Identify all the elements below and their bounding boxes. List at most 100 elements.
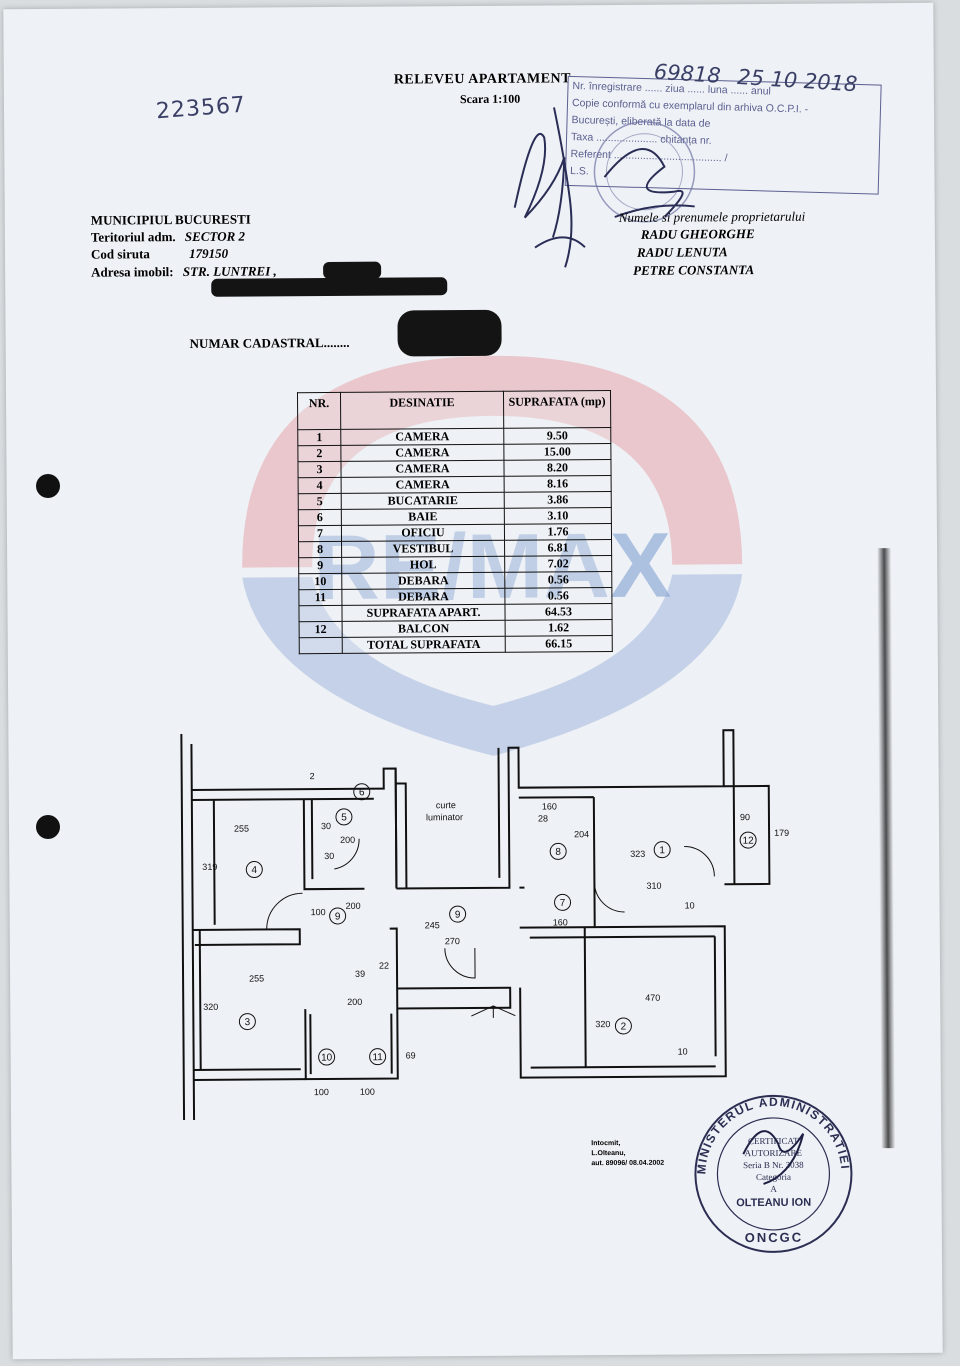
teritoriu-value: SECTOR 2 bbox=[184, 228, 246, 245]
cell-name: VESTIBUL bbox=[341, 540, 505, 558]
cell-nr bbox=[299, 637, 343, 654]
room-number: 9 bbox=[335, 911, 341, 922]
room-circle bbox=[549, 842, 567, 860]
cell-area: 7.02 bbox=[504, 555, 612, 573]
room-number: 9 bbox=[455, 910, 461, 921]
cell-name: HOL bbox=[341, 556, 505, 574]
dim-label: 28 bbox=[538, 813, 548, 823]
courtyard-label: curte bbox=[436, 800, 456, 810]
cell-nr: 4 bbox=[298, 477, 342, 494]
cell-nr: 6 bbox=[298, 509, 342, 526]
cell-nr: 8 bbox=[298, 541, 342, 558]
dim-label: 10 bbox=[678, 1047, 688, 1057]
document-page: RE/MAX 223567 RELEVEU APARTAMENT Scara 1… bbox=[3, 2, 943, 1360]
cell-nr: 12 bbox=[299, 621, 343, 638]
stamp-text: A bbox=[770, 1184, 777, 1194]
table-row: SUPRAFATA APART.64.53 bbox=[298, 603, 613, 622]
handwritten-number: 223567 bbox=[155, 92, 247, 125]
stamp-text: AUTORIZARE bbox=[745, 1148, 803, 1158]
header-suprafata: SUPRAFATA (mp) bbox=[503, 390, 611, 429]
cell-area: 6.81 bbox=[504, 539, 612, 557]
cell-name: BUCATARIE bbox=[341, 492, 505, 510]
cell-nr bbox=[298, 605, 343, 622]
room-circle bbox=[653, 841, 671, 859]
plan-walls bbox=[180, 729, 771, 1121]
room-circle bbox=[554, 893, 572, 911]
balloon-bottom-blue bbox=[242, 574, 743, 756]
municipiu-label: MUNICIPIUL BUCURESTI bbox=[90, 211, 251, 228]
cell-name: SUPRAFATA APART. bbox=[341, 604, 506, 622]
stamp-reg-number: 69818 bbox=[653, 59, 722, 88]
dim-label: 470 bbox=[645, 993, 660, 1003]
cell-nr: 2 bbox=[297, 445, 341, 462]
cell-area: 66.15 bbox=[505, 635, 613, 653]
room-number: 2 bbox=[621, 1021, 627, 1032]
cell-nr: 5 bbox=[298, 493, 342, 510]
teritoriu-label: Teritoriul adm. bbox=[90, 229, 176, 245]
dim-label: 204 bbox=[574, 829, 589, 839]
cell-name: BAIE bbox=[341, 508, 505, 526]
dim-label: 160 bbox=[542, 801, 557, 811]
dim-label: 200 bbox=[346, 901, 361, 911]
room-number: 11 bbox=[372, 1052, 383, 1063]
dim-label: 200 bbox=[347, 997, 362, 1007]
owners-label: Numele si prenumele proprietarului bbox=[618, 208, 806, 225]
room-circle bbox=[335, 808, 353, 826]
owner-name: RADU LENUTA bbox=[636, 244, 728, 260]
cell-nr: 9 bbox=[298, 557, 342, 574]
room-circle bbox=[318, 1048, 336, 1066]
cell-nr: 7 bbox=[298, 525, 342, 542]
cell-name: BALCON bbox=[342, 620, 506, 638]
courtyard-label: luminator bbox=[426, 812, 463, 822]
room-number: 4 bbox=[251, 865, 257, 876]
dim-label: 323 bbox=[630, 849, 645, 859]
dim-label: 255 bbox=[234, 824, 249, 834]
drafted-line-3: aut. 89096/ 08.04.2002 bbox=[591, 1159, 665, 1168]
room-circle bbox=[245, 861, 263, 879]
dim-label: 320 bbox=[595, 1019, 610, 1029]
cell-name: TOTAL SUPRAFATA bbox=[342, 636, 506, 654]
stamp-text: OLTEANU ION bbox=[736, 1197, 811, 1210]
dim-label: 179 bbox=[774, 828, 789, 838]
cell-name: CAMERA bbox=[340, 460, 505, 478]
watermark-brand: RE/MAX bbox=[313, 515, 672, 619]
room-number: 12 bbox=[743, 836, 755, 847]
cell-name: DEBARA bbox=[341, 588, 505, 606]
room-circle bbox=[449, 905, 467, 923]
dim-label: 100 bbox=[311, 907, 326, 917]
dim-label: 39 bbox=[355, 969, 365, 979]
cell-nr: 10 bbox=[298, 573, 342, 590]
stamp-text: Seria B Nr. 3038 bbox=[743, 1160, 804, 1170]
stamp-bottom-text: ONCGC bbox=[745, 1230, 803, 1245]
dim-label: 319 bbox=[202, 862, 217, 872]
room-number: 5 bbox=[341, 812, 347, 823]
teritoriu-row: Teritoriul adm. SECTOR 2 bbox=[91, 229, 245, 246]
owner-name: PETRE CONSTANTA bbox=[633, 262, 755, 278]
dim-label: 160 bbox=[553, 917, 568, 927]
dim-label: 22 bbox=[379, 961, 389, 971]
floor-plan: curte luminator 255 319 200 30 30 100 20… bbox=[180, 729, 789, 1121]
cell-area: 0.56 bbox=[504, 587, 612, 605]
adresa-label: Adresa imobil: bbox=[91, 264, 174, 280]
header-nr: NR. bbox=[297, 392, 341, 430]
dim-label: 30 bbox=[321, 821, 331, 831]
table-header: NR. DESINATIE SUPRAFATA (mp) bbox=[297, 390, 611, 430]
plan-doors bbox=[266, 838, 715, 1018]
dim-label: 310 bbox=[646, 881, 661, 891]
plan-labels: curte luminator 255 319 200 30 30 100 20… bbox=[202, 771, 789, 1097]
drafted-line-2: L.Olteanu, bbox=[591, 1149, 626, 1158]
cell-area: 9.50 bbox=[503, 427, 611, 445]
room-number: 6 bbox=[359, 787, 365, 798]
dim-label: 100 bbox=[360, 1087, 375, 1097]
remax-watermark: RE/MAX bbox=[242, 355, 743, 756]
room-circle bbox=[369, 1048, 387, 1066]
room-circle bbox=[739, 831, 757, 849]
